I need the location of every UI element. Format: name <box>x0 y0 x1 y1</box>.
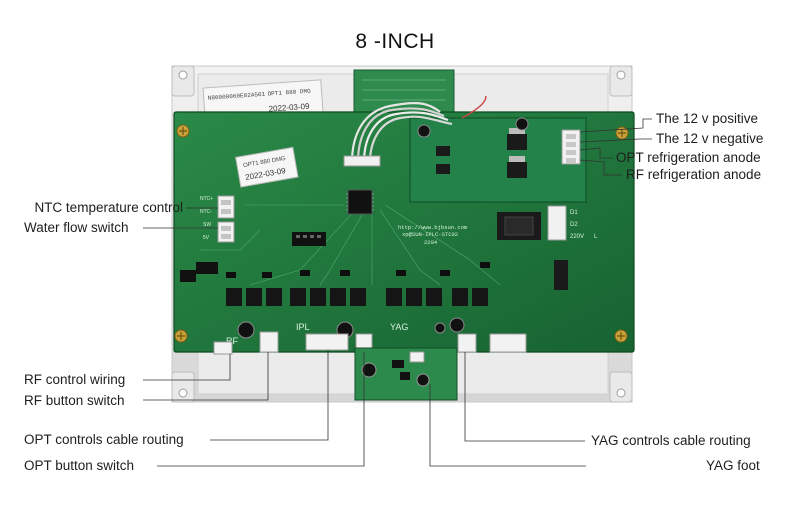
page-title: 8 -INCH <box>355 30 435 53</box>
sticker-date: 2022-03-09 <box>268 102 310 114</box>
silk-url: http://www.bjbsun.com <box>398 224 468 231</box>
label-rf-button-switch: RF button switch <box>24 393 125 408</box>
label-rf-control-wiring: RF control wiring <box>24 372 126 387</box>
label-opt-controls-cable-routing: OPT controls cable routing <box>24 432 184 447</box>
harness-connector <box>343 155 381 167</box>
wire-harness <box>350 95 487 163</box>
label-yag-controls-cable-routing: YAG controls cable routing <box>591 433 751 448</box>
sticker-serial: N80000060E02A501 <box>208 91 266 102</box>
silk-yag: YAG <box>390 322 408 332</box>
label-12v-negative: The 12 v negative <box>656 131 764 146</box>
silk-ipl: IPL <box>296 322 310 332</box>
bottom-daughter-board <box>354 347 458 401</box>
silk-rf: RF <box>226 336 238 346</box>
silk-d2: D2 <box>570 222 578 228</box>
label-opt-button-switch: OPT button switch <box>24 458 135 473</box>
leader-lines <box>143 118 652 467</box>
silk-5v: 5V <box>203 235 210 241</box>
silk-date: 2204 <box>424 239 438 246</box>
label-opt-refrigeration-anode: OPT refrigeration anode <box>616 150 761 165</box>
mosfet-row <box>226 288 488 306</box>
label-12v-positive: The 12 v positive <box>656 111 759 126</box>
silk-model: xp@SUN-IPLC-STC02 <box>402 231 458 238</box>
sticker-model: OPT1 880 DMG <box>267 88 311 98</box>
label-ntc-temperature-control: NTC temperature control <box>34 200 183 215</box>
label-water-flow-switch: Water flow switch <box>24 220 129 235</box>
label-rf-refrigeration-anode: RF refrigeration anode <box>626 167 762 182</box>
silk-ntc-plus: NTC+ <box>200 196 213 202</box>
main-pcb: D1 D2 220V L http://www.bjbsun.com xp@SU… <box>173 111 635 355</box>
label-yag-foot: YAG foot <box>706 458 760 473</box>
silk-l: L <box>594 234 598 240</box>
silk-220v: 220V <box>570 234 584 240</box>
silk-sw: SW <box>203 222 211 228</box>
pcb-sticker: OPT1 880 DMG 2022-03-09 <box>235 146 299 188</box>
silk-d1: D1 <box>570 210 578 216</box>
silk-ntc-minus: NTC- <box>200 209 212 215</box>
